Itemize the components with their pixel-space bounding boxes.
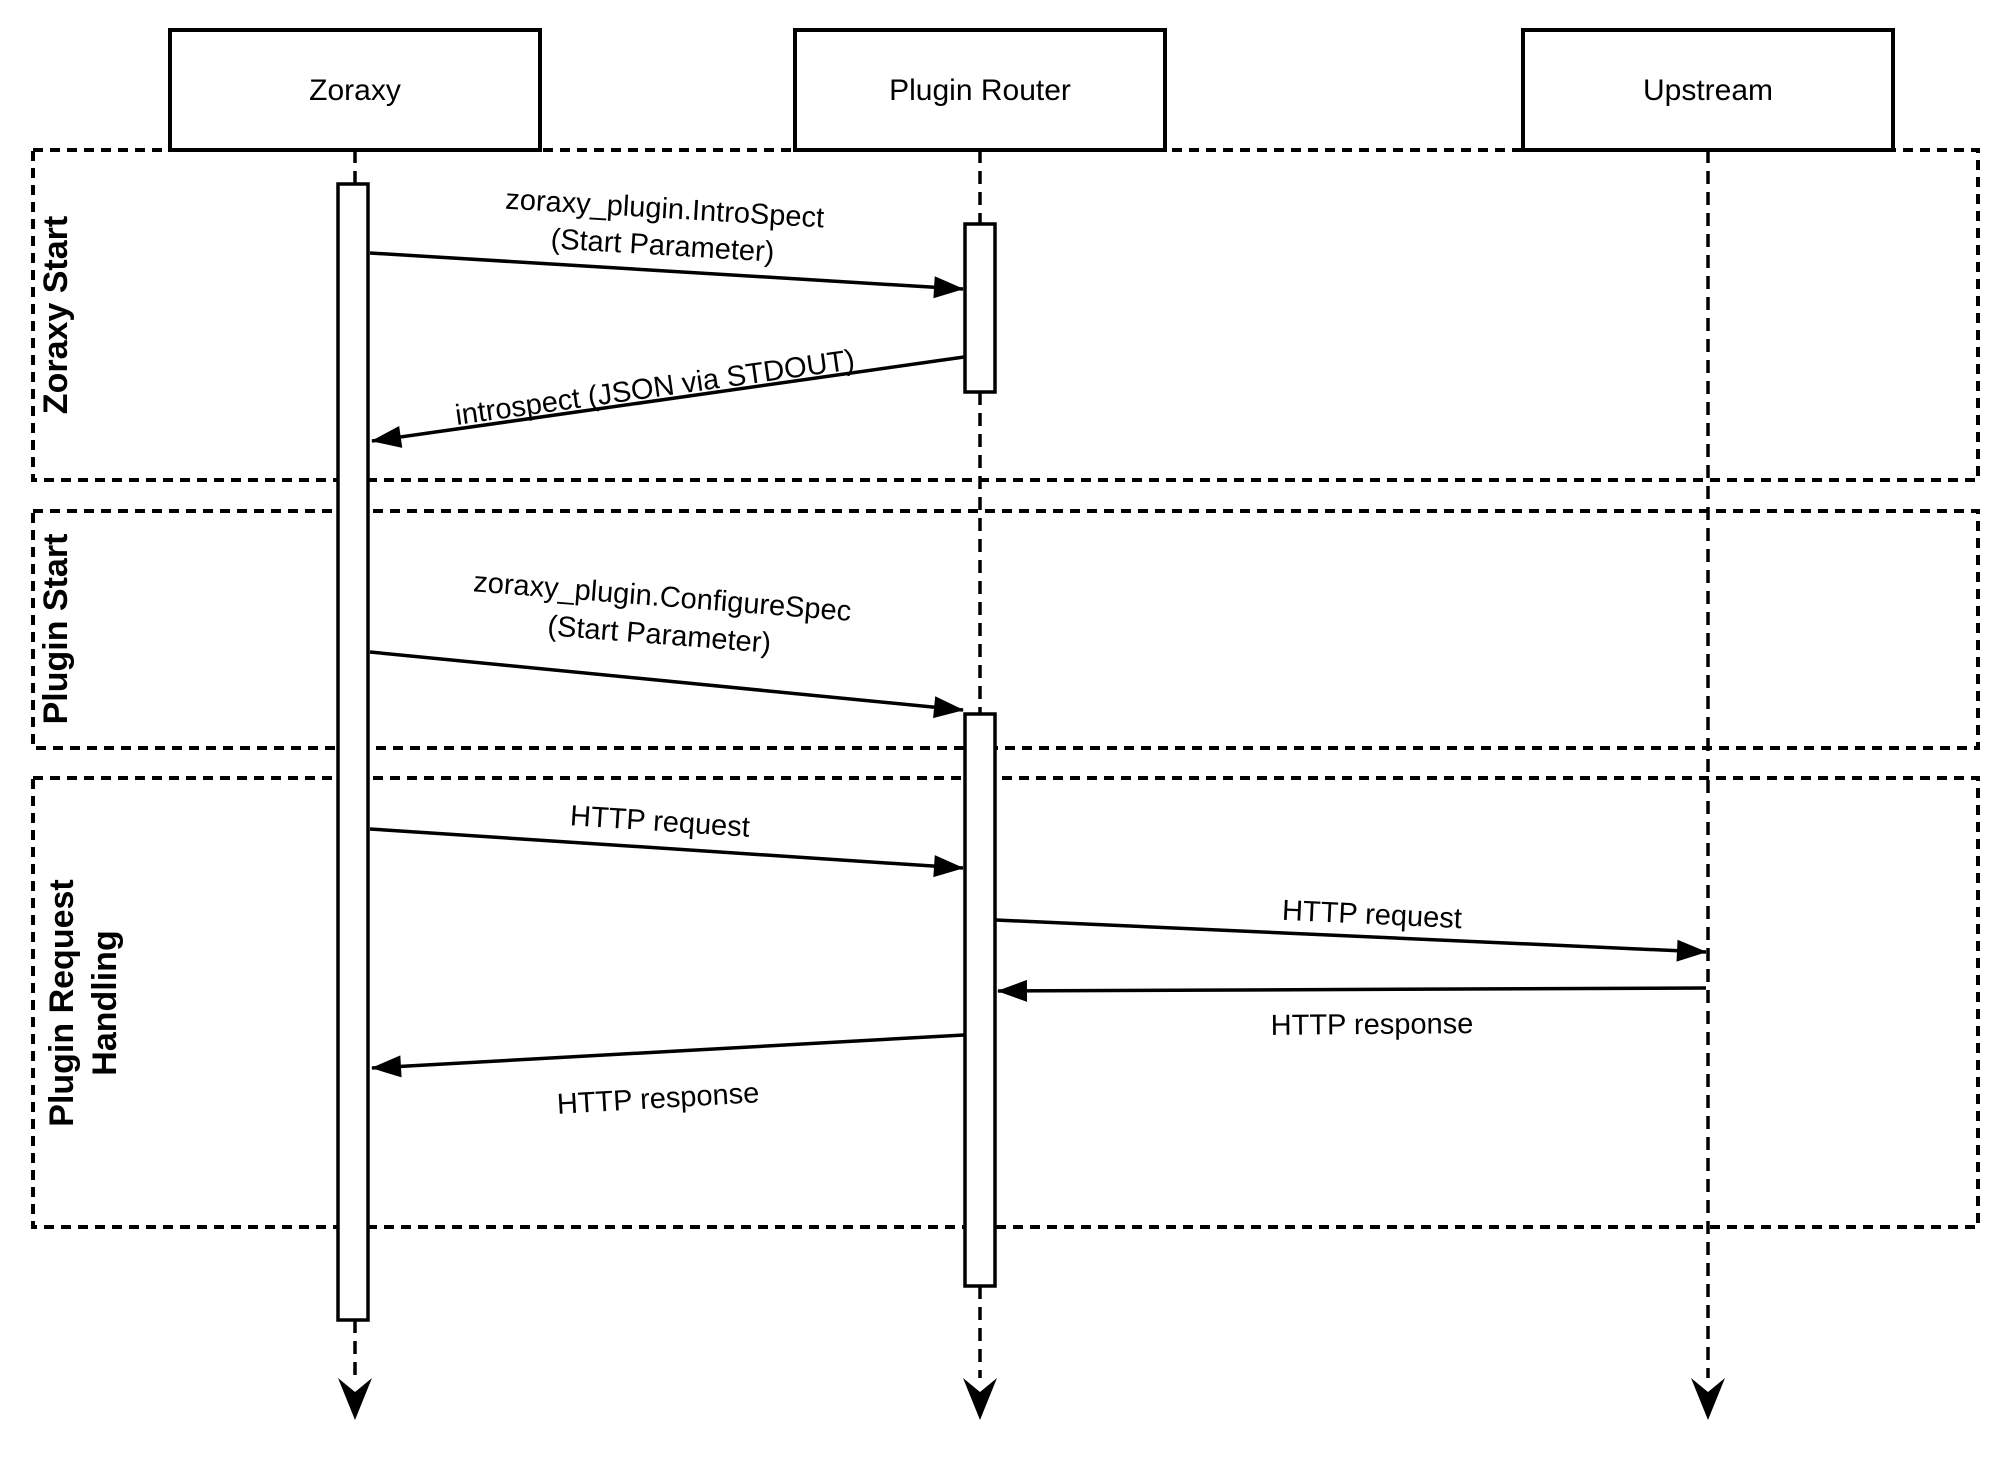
activation-bar-zoraxy bbox=[336, 182, 370, 1322]
message-label-http-request-to-upstream: HTTP request bbox=[1281, 895, 1462, 935]
section-label-plugin-request-handling-line2: Handling bbox=[86, 930, 124, 1075]
message-label-introspect-response: introspect (JSON via STDOUT) bbox=[453, 344, 856, 432]
activation-bar-plugin-router-1 bbox=[963, 222, 997, 394]
lifeline-end-arrow-zoraxy bbox=[338, 1378, 372, 1420]
participant-box-upstream bbox=[1521, 28, 1895, 152]
participant-label-plugin-router: Plugin Router bbox=[889, 74, 1071, 107]
message-http-response-to-zoraxy: HTTP response bbox=[371, 1033, 965, 1121]
activation-bar-plugin-router-2 bbox=[963, 712, 997, 1288]
lifeline-zoraxy bbox=[338, 150, 372, 1420]
participant-label-zoraxy: Zoraxy bbox=[309, 74, 401, 107]
message-introspect-response: introspect (JSON via STDOUT) bbox=[371, 344, 965, 448]
section-plugin-request-handling: Plugin Request Handling bbox=[31, 776, 1980, 1229]
participant-box-plugin-router bbox=[793, 28, 1167, 152]
message-introspect-call: zoraxy_plugin.IntroSpect (Start Paramete… bbox=[369, 184, 964, 299]
message-label-http-response-to-zoraxy: HTTP response bbox=[556, 1077, 760, 1121]
participant-zoraxy: Zoraxy bbox=[168, 28, 542, 152]
lifeline-plugin-router bbox=[963, 150, 997, 1420]
section-plugin-start: Plugin Start bbox=[31, 509, 1980, 750]
message-arrow-configure-spec bbox=[369, 650, 964, 719]
message-arrow-introspect-response bbox=[371, 355, 965, 448]
message-label-introspect-call-line2: (Start Parameter) bbox=[550, 223, 776, 268]
participant-upstream: Upstream bbox=[1521, 28, 1895, 152]
message-arrow-introspect-call bbox=[369, 251, 964, 299]
section-label-plugin-request-handling-line1: Plugin Request bbox=[43, 879, 81, 1126]
lifeline-upstream bbox=[1691, 150, 1725, 1420]
message-http-request-to-router: HTTP request bbox=[369, 800, 964, 878]
message-arrow-http-request-to-router bbox=[369, 827, 964, 878]
message-label-configure-spec: zoraxy_plugin.ConfigureSpec (Start Param… bbox=[472, 566, 852, 659]
participant-label-upstream: Upstream bbox=[1643, 74, 1773, 107]
lifeline-end-arrow-plugin-router bbox=[963, 1378, 997, 1420]
message-configure-spec: zoraxy_plugin.ConfigureSpec (Start Param… bbox=[369, 566, 964, 719]
section-frame-plugin-request-handling bbox=[31, 776, 1980, 1229]
message-http-request-to-upstream: HTTP request bbox=[995, 895, 1707, 962]
message-arrow-http-response-to-zoraxy bbox=[371, 1033, 965, 1078]
message-arrow-http-request-to-upstream bbox=[995, 918, 1707, 962]
message-http-response-from-upstream: HTTP response bbox=[997, 979, 1707, 1042]
message-label-http-request-to-router: HTTP request bbox=[569, 800, 751, 844]
section-frame-plugin-start bbox=[31, 509, 1980, 750]
section-label-zoraxy-start: Zoraxy Start bbox=[37, 216, 75, 414]
section-label-plugin-start: Plugin Start bbox=[37, 534, 75, 725]
participant-plugin-router: Plugin Router bbox=[793, 28, 1167, 152]
message-arrow-http-response-from-upstream bbox=[997, 979, 1707, 1002]
participant-box-zoraxy bbox=[168, 28, 542, 152]
message-label-http-response-from-upstream: HTTP response bbox=[1271, 1008, 1474, 1042]
message-label-introspect-call: zoraxy_plugin.IntroSpect (Start Paramete… bbox=[504, 184, 825, 269]
lifeline-end-arrow-upstream bbox=[1691, 1378, 1725, 1420]
section-frame-zoraxy-start bbox=[31, 148, 1980, 482]
section-zoraxy-start: Zoraxy Start bbox=[31, 148, 1980, 482]
